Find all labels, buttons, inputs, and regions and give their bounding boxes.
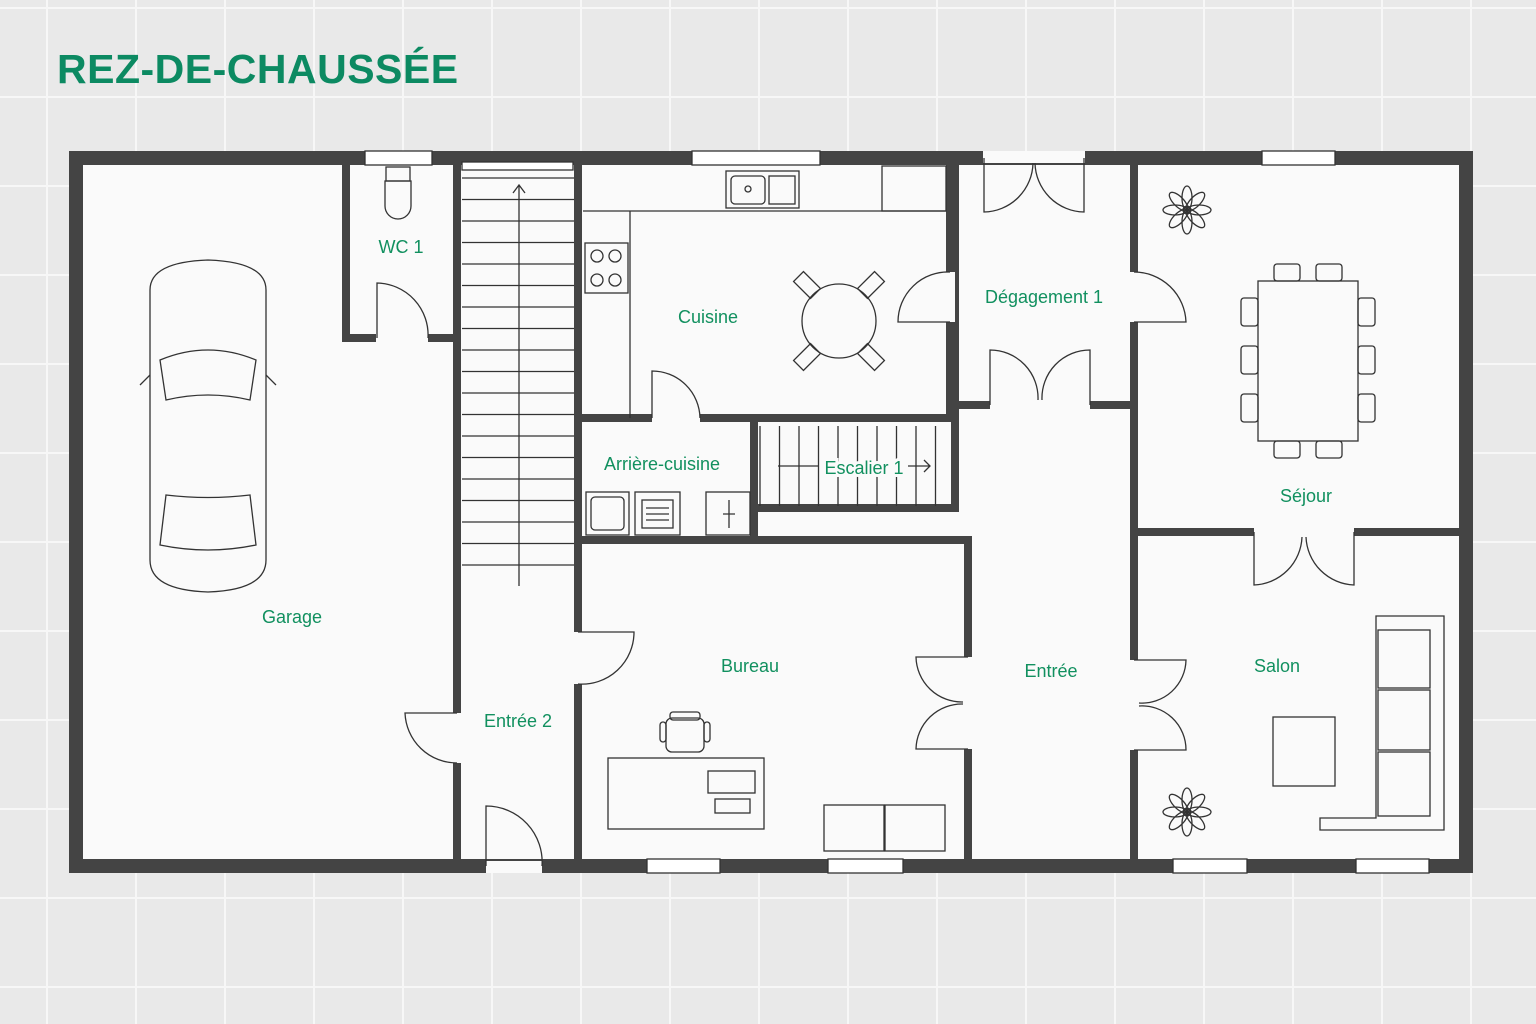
toilet-icon	[384, 166, 412, 220]
plant-icon	[1162, 185, 1212, 235]
room-label-bureau: Bureau	[721, 656, 779, 676]
water-heater-icon	[705, 491, 751, 536]
main-staircase[interactable]	[462, 177, 574, 566]
room-label-degagement: Dégagement 1	[985, 287, 1103, 307]
office-chair-icon	[659, 711, 711, 753]
room-label-salon: Salon	[1254, 656, 1300, 676]
staircase-1[interactable]	[759, 426, 937, 506]
washing-machine-icon	[585, 491, 630, 536]
car-icon	[139, 259, 277, 593]
door-swings	[376, 158, 1355, 867]
kitchen-counter	[583, 165, 947, 418]
room-label-escalier: Escalier 1	[824, 458, 903, 478]
page-title: REZ-DE-CHAUSSÉE	[57, 46, 459, 92]
round-table-icon	[792, 270, 886, 372]
sofa-icon	[1319, 615, 1445, 831]
stove-icon	[584, 242, 629, 294]
room-label-arriere-cuisine: Arrière-cuisine	[604, 454, 720, 474]
desk-icon	[607, 757, 765, 830]
room-label-cuisine: Cuisine	[678, 307, 738, 327]
windows	[364, 150, 1430, 874]
cabinet-icon	[823, 804, 946, 852]
room-label-entree: Entrée	[1024, 661, 1077, 681]
plant-icon	[1162, 787, 1212, 837]
room-label-entree-2: Entrée 2	[484, 711, 552, 731]
coffee-table	[1272, 716, 1336, 787]
stair-arrow-icon	[512, 183, 526, 586]
room-label-garage: Garage	[262, 607, 322, 627]
room-label-sejour: Séjour	[1280, 486, 1332, 506]
dining-table-icon	[1240, 263, 1376, 459]
door-openings	[376, 151, 1354, 873]
stair-arrow-icon	[908, 459, 931, 473]
dryer-icon	[634, 491, 681, 536]
room-label-wc: WC 1	[379, 237, 424, 257]
